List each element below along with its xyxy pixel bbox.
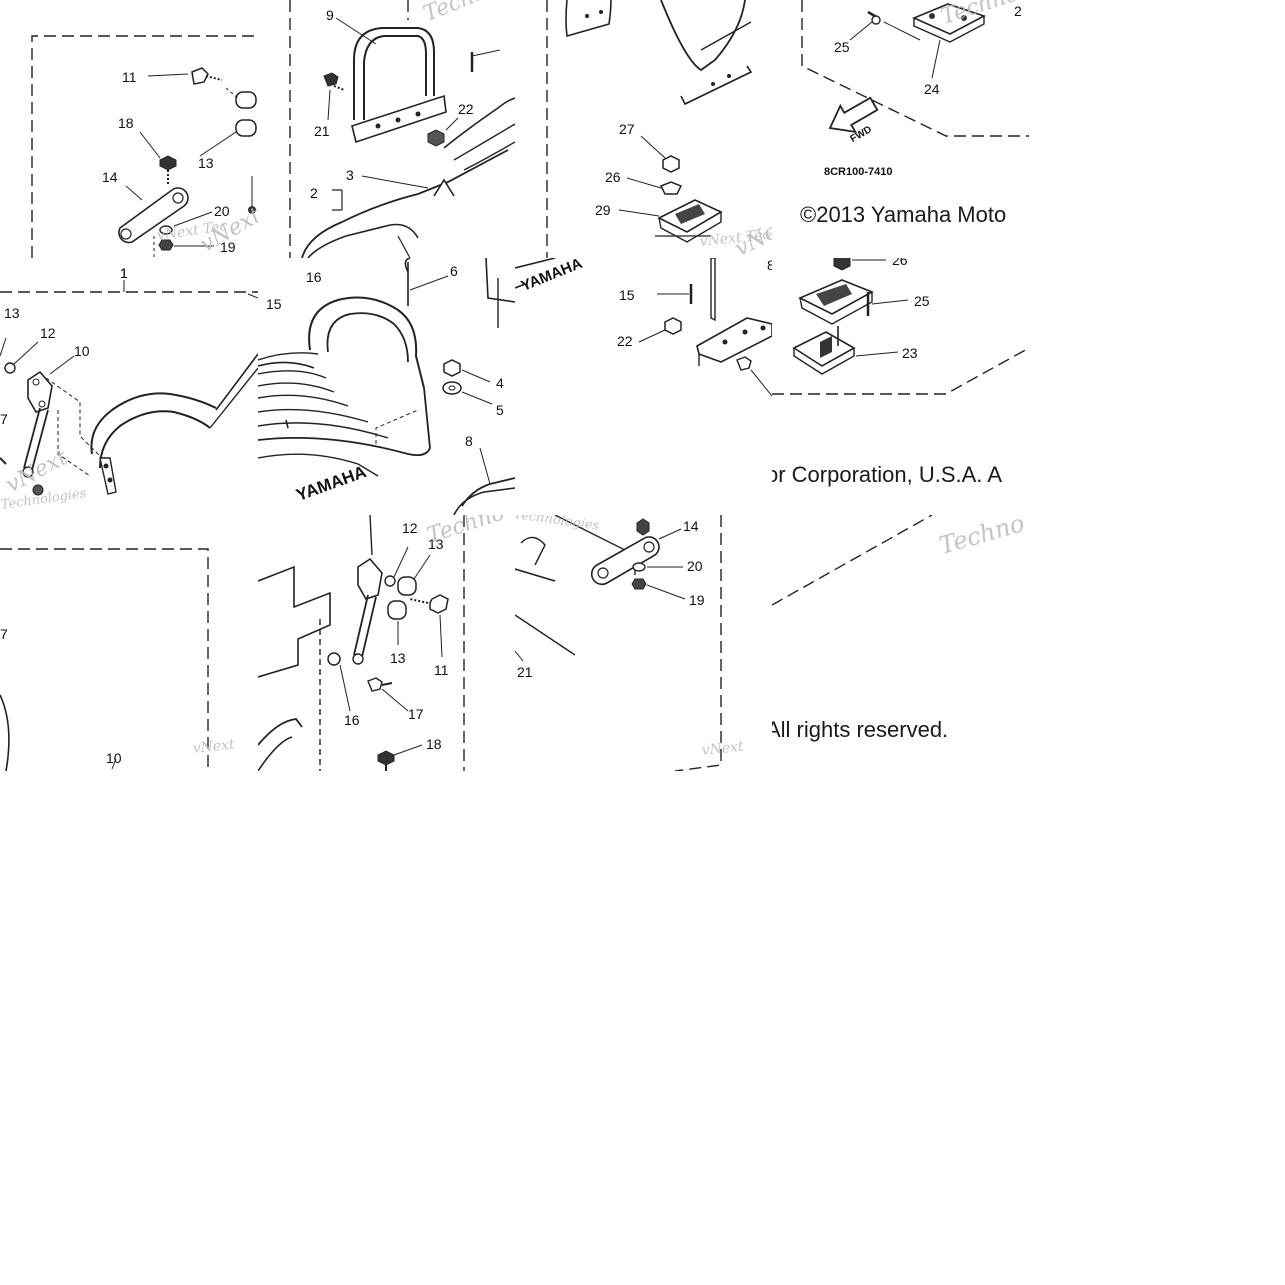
callout-12: 12	[402, 520, 418, 536]
fender-mount-drawing	[546, 0, 753, 258]
callout-2: 2	[1014, 3, 1022, 19]
tile-grab-bar-top: 9 21 22 2 3 Techno	[258, 0, 515, 258]
callout-6: 6	[450, 263, 458, 279]
lower-bracket-drawing	[258, 515, 465, 771]
callout-24: 24	[924, 81, 940, 97]
callout-10: 10	[74, 343, 90, 359]
tile-lower-bracket: 12 13 13 11 16 17 18 Techno	[258, 515, 515, 771]
tile-fwd-bracket: 25 24 2 FWD 8CR100-7410 ©2013 Yamaha Mot…	[772, 0, 1029, 258]
callout-8: 8	[767, 258, 772, 273]
tile-seat: 4 5 8 16 6 YAMAHA	[258, 258, 515, 515]
callout-20: 20	[687, 558, 703, 574]
callout-20: 20	[214, 203, 230, 219]
callout-13: 13	[198, 155, 214, 171]
tile-copyright: All rights reserved. Techno	[772, 515, 1029, 771]
callout-2: 2	[310, 185, 318, 201]
callout-21: 21	[517, 664, 533, 680]
callout-26: 26	[605, 169, 621, 185]
damper-assembly-drawing	[772, 258, 1029, 395]
callout-9: 9	[326, 7, 334, 23]
tile-00-extra-label: 1	[120, 265, 128, 281]
frame-left-drawing	[0, 548, 209, 771]
callout-22: 22	[617, 333, 633, 349]
callout-22: 22	[458, 101, 474, 117]
tile-mount-assembly: 15 22 8 YAMAHA	[515, 258, 772, 515]
callout-11: 11	[434, 662, 449, 678]
callout-15: 15	[619, 287, 635, 303]
callout-4: 4	[496, 375, 504, 391]
callout-13: 13	[428, 536, 444, 552]
callout-1: 1	[120, 265, 128, 281]
callout-23: 23	[902, 345, 918, 361]
callout-13: 13	[4, 305, 20, 321]
callout-16: 16	[344, 712, 360, 728]
callout-7: 7	[0, 411, 8, 427]
fwd-bracket-drawing	[801, 0, 1029, 137]
callout-17: 17	[408, 706, 424, 722]
callout-8: 8	[465, 433, 473, 449]
callout-19: 19	[689, 592, 705, 608]
callout-25: 25	[834, 39, 850, 55]
callout-18: 18	[426, 736, 442, 752]
lower-rod-drawing	[515, 515, 722, 771]
callout-16: 16	[306, 269, 322, 285]
callout-14: 14	[102, 169, 118, 185]
callout-25: 25	[914, 293, 930, 309]
left-bracket-drawing	[0, 280, 258, 496]
callout-26: 26	[892, 258, 908, 268]
callout-21: 21	[314, 123, 330, 139]
callout-3: 3	[346, 167, 354, 183]
tile-frame-left: 7 10 vNext	[0, 515, 258, 771]
callout-7: 7	[0, 626, 8, 642]
callout-29: 29	[595, 202, 611, 218]
callout-18: 18	[118, 115, 134, 131]
grab-bar-drawing	[289, 0, 515, 258]
tile-fender-mount: 27 26 29 vNext Tec vNext	[515, 0, 772, 258]
tile-01-extra-label: 15	[266, 296, 282, 312]
copyright-line-3: All rights reserved.	[772, 717, 949, 742]
callout-5: 5	[496, 402, 504, 418]
copyright-line-2: or Corporation, U.S.A. A	[772, 462, 1002, 487]
tile-lower-rod: 27 14 20 19 21 Technologies vNext	[515, 515, 772, 771]
tile-left-bracket: 13 12 10 7 1 15 vNext Technologies	[0, 258, 258, 515]
callout-19: 19	[220, 239, 236, 255]
tile-damper-assembly: 26 25 23 or Corporation, U.S.A. A	[772, 258, 1029, 515]
callout-10: 10	[106, 750, 122, 766]
copyright-line-1: ©2013 Yamaha Moto	[800, 202, 1007, 227]
copyright-tile-drawing	[772, 515, 933, 606]
mount-assembly-drawing	[515, 258, 772, 397]
callout-14: 14	[683, 518, 699, 534]
tile-bracket-detail: 11 18 14 13 20 19 vNext Tec vNext	[0, 0, 258, 258]
callout-11: 11	[122, 69, 137, 85]
callout-13: 13	[390, 650, 406, 666]
seat-drawing	[258, 258, 515, 515]
callout-12: 12	[40, 325, 56, 341]
bracket-detail-drawing	[31, 35, 258, 258]
diagram-code: 8CR100-7410	[824, 166, 893, 178]
callout-27: 27	[619, 121, 635, 137]
